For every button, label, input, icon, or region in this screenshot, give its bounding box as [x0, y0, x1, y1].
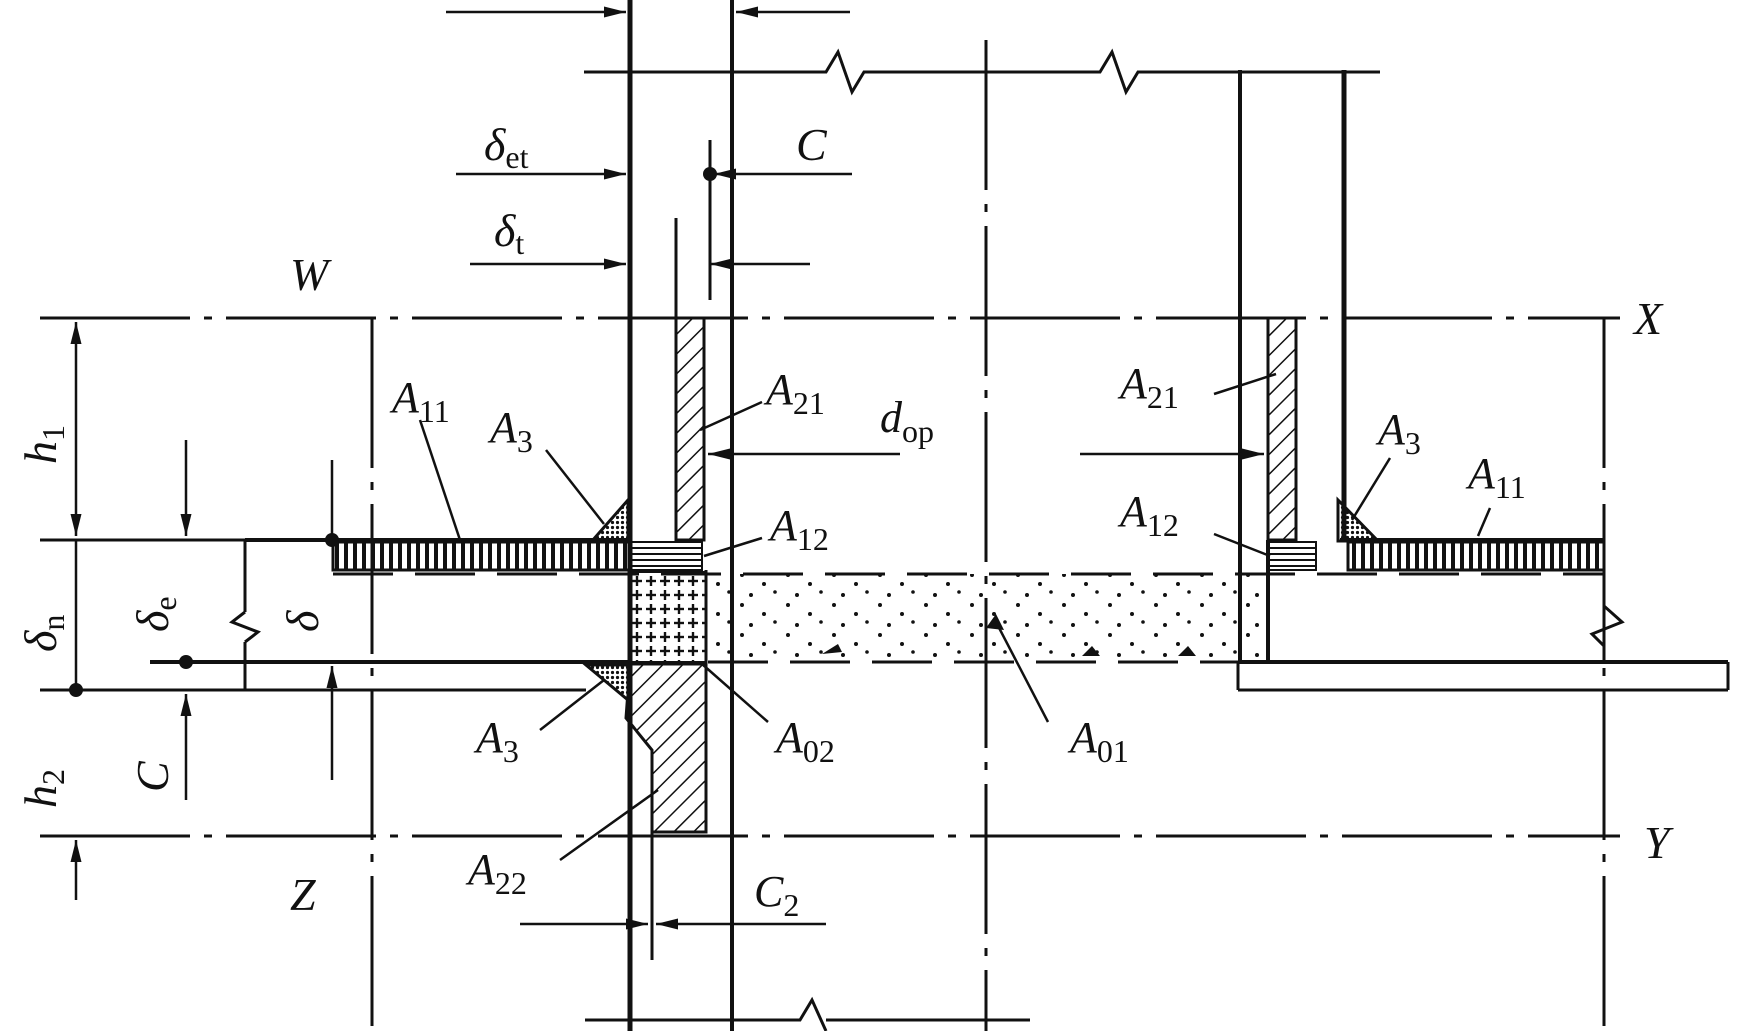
label-c-top: C [796, 119, 828, 170]
label-h1: h1 [15, 425, 71, 464]
label-delta-n: δn [15, 615, 71, 652]
label-a21-right: A21 [1117, 359, 1179, 415]
label-a11-right: A11 [1465, 449, 1526, 505]
label-delta-et: δet [484, 119, 529, 175]
region-a21-right [1266, 316, 1298, 542]
label-a12-left: A12 [767, 501, 829, 557]
label-a12-right: A12 [1117, 487, 1179, 543]
dimension-lines [40, 6, 1264, 930]
label-z: Z [290, 869, 316, 920]
label-delta-e: δe [127, 596, 183, 632]
label-a11-left: A11 [389, 373, 450, 429]
label-c-left: C [127, 760, 178, 792]
label-a3-upper-left: A3 [487, 403, 533, 459]
label-a3-right: A3 [1375, 405, 1421, 461]
label-delta-t: δt [494, 205, 524, 261]
filled-regions [331, 316, 1606, 834]
region-a12-right [1267, 541, 1317, 571]
region-a01 [708, 574, 1268, 660]
text-labels: δet C δt W X Y Z h1 δn h2 δe C δ A11 A3 … [15, 119, 1674, 923]
region-a02 [629, 571, 707, 663]
label-a01: A01 [1067, 713, 1129, 769]
label-c2: C2 [754, 867, 799, 923]
region-a22 [624, 662, 708, 834]
region-a11-right [1346, 540, 1606, 572]
region-a12-left [629, 541, 703, 571]
label-y: Y [1644, 817, 1674, 868]
weld-marks [822, 614, 1196, 656]
region-a11-left [331, 540, 631, 572]
region-a3-upper-left [588, 496, 630, 543]
label-w: W [290, 249, 332, 300]
label-d-op: dop [880, 393, 934, 449]
shell-plate [150, 538, 1730, 692]
label-delta: δ [277, 610, 328, 632]
leader-lines [418, 372, 1492, 862]
reference-lines [40, 40, 1620, 1031]
label-a22: A22 [465, 845, 527, 901]
label-a3-lower-left: A3 [473, 713, 519, 769]
region-a3-lower-left [581, 663, 630, 704]
label-a21-left: A21 [763, 365, 825, 421]
label-h2: h2 [15, 769, 71, 808]
break-lines [584, 48, 1380, 1031]
label-a02: A02 [773, 713, 835, 769]
label-x: X [1632, 293, 1664, 344]
